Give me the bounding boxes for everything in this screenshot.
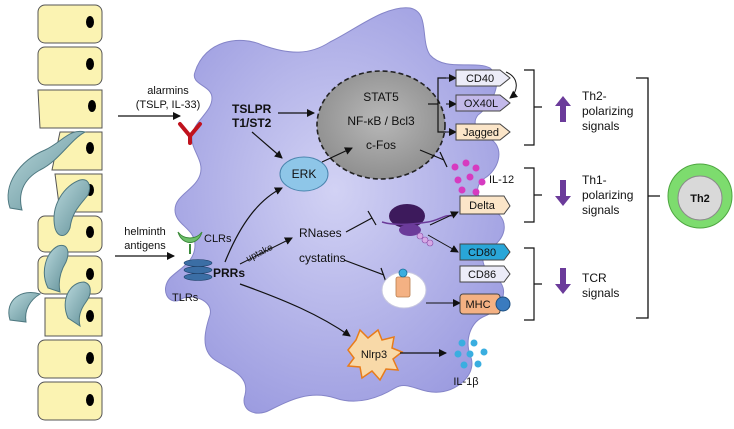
stat5-label: STAT5: [363, 90, 399, 104]
nlrp3-label: Nlrp3: [361, 349, 387, 361]
th2-polarizing-label: polarizing: [582, 104, 633, 118]
uptake-arrow: [239, 237, 293, 265]
th2-label: Th2: [690, 193, 710, 205]
erk-to-nucleus-arrow: [321, 147, 353, 163]
il1b-label: IL-1β: [453, 376, 478, 388]
delta-label: Delta: [469, 200, 496, 212]
clrs-label: CLRs: [204, 233, 232, 245]
th1-polarizing-label: signals: [582, 203, 619, 217]
tcr-signals-label: TCR: [582, 271, 607, 285]
cystatins-inhibition-line: [343, 259, 387, 283]
nucleus-output-bracket: [437, 77, 446, 133]
cfos-label: c-Fos: [366, 138, 396, 152]
mhc-molecule: [459, 293, 511, 315]
nfkb-label: NF-κB / Bcl3: [347, 114, 415, 128]
tcr-bracket: [524, 247, 542, 321]
nucleus-output-arrows: [446, 74, 457, 136]
jagged-label: Jagged: [463, 127, 499, 139]
tslpr-receptor-icon: [178, 122, 202, 145]
th1-polarizing-bracket: [524, 167, 542, 223]
cfos-inhibition-line: [419, 149, 448, 168]
cd80-molecule: [459, 243, 511, 261]
tslpr-to-erk-arrow: [251, 131, 283, 159]
il12-label: IL-12: [489, 174, 514, 186]
tlrs-label: TLRs: [172, 292, 199, 304]
cd86-label: CD86: [468, 269, 496, 281]
helminth-parasites: [7, 130, 91, 328]
cystatins-label: cystatins: [299, 251, 346, 265]
ribosome-icon: [381, 204, 453, 247]
ox40l-label: OX40L: [464, 98, 498, 110]
clr-receptor-icon: [177, 231, 203, 254]
jagged-molecule: [455, 123, 511, 141]
to-delta-arrow: [429, 211, 459, 226]
alarmins-sub-label: (TSLP, IL-33): [136, 99, 201, 111]
tlr-receptor-icon: [183, 259, 213, 281]
th2-polarizing-label: Th2-: [582, 89, 607, 103]
endosome-icon: [381, 268, 427, 309]
helminth-antigens-label: antigens: [124, 240, 166, 252]
mhc-label: MHC: [465, 299, 490, 311]
cd40-label: CD40: [466, 73, 494, 85]
th2-polarizing-label: signals: [582, 119, 619, 133]
to-cd80-arrow: [427, 234, 459, 253]
nlrp3-burst: [346, 328, 404, 382]
cd40-to-ox40l-arrow: [505, 71, 518, 99]
erk-node: [279, 156, 329, 192]
t1st2-label: T1/ST2: [232, 116, 272, 130]
il1b-cytokines: [454, 339, 488, 369]
dendritic-cell: [165, 7, 505, 414]
tcr-signals-label: signals: [582, 286, 619, 300]
down-arrow-icon: [555, 180, 571, 206]
cd80-label: CD80: [468, 247, 496, 259]
outcome-bracket: [636, 77, 660, 319]
tslpr-label: TSLPR: [232, 102, 272, 116]
alarmins-label: alarmins: [147, 85, 189, 97]
up-arrow-icon: [555, 96, 571, 122]
th2-polarizing-bracket: [524, 69, 542, 146]
il12-cytokines: [451, 159, 486, 196]
helminth-label: helminth: [124, 226, 166, 238]
ox40l-molecule: [455, 94, 511, 112]
th1-polarizing-label: Th1-: [582, 173, 607, 187]
th2-nucleus: [677, 175, 723, 221]
down-arrow-icon: [555, 268, 571, 294]
th1-polarizing-label: polarizing: [582, 188, 633, 202]
cd86-molecule: [459, 265, 511, 283]
prrs-to-nlrp3-arrow: [239, 283, 351, 337]
prrs-label: PRRs: [213, 266, 245, 280]
erk-label: ERK: [292, 167, 317, 181]
cd40-molecule: [455, 69, 511, 87]
rnases-inhibition-line: [345, 210, 377, 233]
delta-molecule: [459, 195, 511, 215]
prrs-to-erk-arrow: [224, 187, 283, 263]
rnases-label: RNases: [299, 226, 342, 240]
